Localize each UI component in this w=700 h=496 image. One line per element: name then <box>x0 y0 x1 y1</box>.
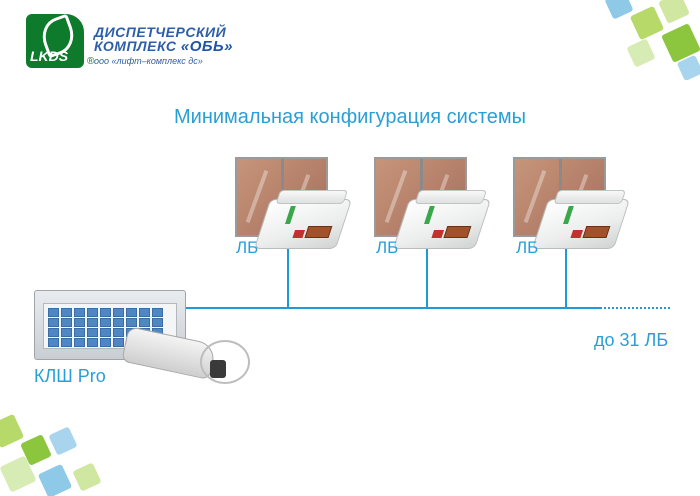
bus-capacity-note: до 31 ЛБ <box>594 330 669 350</box>
logo-brand-name: «ОБЬ» <box>180 38 234 55</box>
panel-indicator <box>87 328 98 337</box>
panel-indicator <box>100 328 111 337</box>
panel-indicator <box>74 318 85 327</box>
diagram-title: Минимальная конфигурация системы <box>173 106 527 128</box>
company-logo-mark: LKDS <box>26 13 84 68</box>
bus-line-dotted <box>600 307 670 309</box>
bus-drop-3 <box>565 248 567 308</box>
panel-indicator <box>87 338 98 347</box>
device-label: ЛБ <box>516 238 539 257</box>
panel-indicator <box>113 318 124 327</box>
logo-title-line1: ДИСПЕТЧЕРСКИЙ <box>94 24 227 40</box>
panel-indicator <box>113 338 124 347</box>
logo-title-line2: КОМПЛЕКС «ОБЬ» <box>94 38 233 55</box>
device-label: ЛБ <box>376 238 399 257</box>
panel-indicator <box>61 318 72 327</box>
handset-cord <box>200 340 250 384</box>
panel-indicator <box>139 308 150 317</box>
corner-decoration-bottom-left <box>0 408 110 496</box>
bus-drop-1 <box>287 248 289 308</box>
lift-unit-device <box>253 190 353 249</box>
panel-indicator <box>48 328 59 337</box>
panel-indicator <box>61 338 72 347</box>
panel-indicator <box>74 338 85 347</box>
logo-company-name: ооо «лифт–комплекс дс» <box>94 56 203 66</box>
panel-indicator <box>61 308 72 317</box>
corner-decoration-top-right <box>590 0 700 80</box>
panel-indicator <box>139 318 150 327</box>
panel-indicator <box>48 318 59 327</box>
panel-indicator <box>48 338 59 347</box>
panel-indicator <box>113 308 124 317</box>
panel-indicator <box>61 328 72 337</box>
handset-plug <box>210 360 226 378</box>
registered-mark: ® <box>87 56 95 67</box>
panel-indicator <box>48 308 59 317</box>
lift-unit-device <box>392 190 492 249</box>
panel-indicator <box>152 308 163 317</box>
panel-indicator <box>74 308 85 317</box>
panel-indicator <box>113 328 124 337</box>
panel-indicator <box>87 318 98 327</box>
panel-indicator <box>87 308 98 317</box>
bus-line-main <box>186 307 600 309</box>
panel-indicator <box>126 308 137 317</box>
logo-line2-prefix: КОМПЛЕКС <box>94 38 181 54</box>
device-label: ЛБ <box>236 238 259 257</box>
lift-unit-device <box>531 190 631 249</box>
bus-drop-2 <box>426 248 428 308</box>
panel-indicator <box>152 318 163 327</box>
controller-label: КЛШ Pro <box>34 366 106 386</box>
panel-indicator <box>100 318 111 327</box>
panel-indicator <box>100 308 111 317</box>
panel-indicator <box>100 338 111 347</box>
panel-indicator <box>74 328 85 337</box>
panel-indicator <box>126 318 137 327</box>
logo-mark-text: LKDS <box>30 48 69 64</box>
